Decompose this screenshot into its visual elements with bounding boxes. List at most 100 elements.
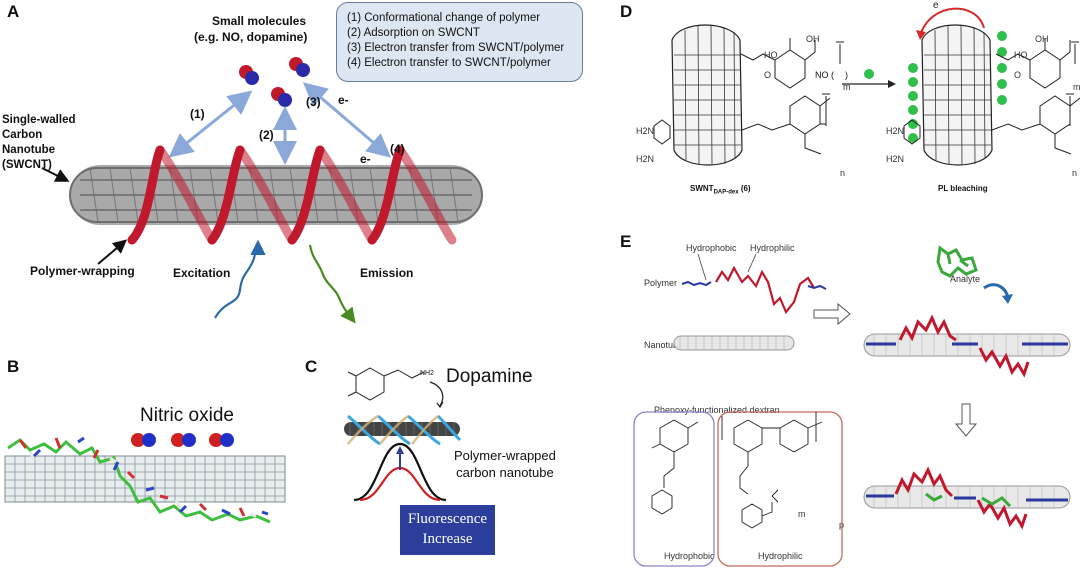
wrapped-nanotube-top <box>863 314 1071 378</box>
polymer-label: Polymer <box>644 278 678 288</box>
o-label: O <box>1014 70 1022 80</box>
no-molecule-icon <box>171 433 196 447</box>
phenoxy-dextran-label: Phenoxy-functionalized dextran <box>654 405 780 415</box>
swcnt-label-line: Nanotube <box>2 144 56 156</box>
fluorescence-line: Increase <box>422 531 473 547</box>
panel-c-diagram <box>344 367 462 502</box>
right-dextran-structure <box>903 38 1081 155</box>
hydrophilic-bottom-label: Hydrophilic <box>758 551 803 561</box>
step-2-label: (2) <box>259 128 274 142</box>
fluorescence-curves <box>353 442 447 502</box>
n-subscript: n <box>840 168 846 178</box>
polymer-strand <box>7 436 271 524</box>
no-molecule-icon <box>271 87 292 107</box>
swnt-caption-num: (6) <box>740 184 751 193</box>
wrapped-nanotube <box>344 414 462 446</box>
hydrophilic-box <box>717 411 843 567</box>
swcnt-label-line: (SWCNT) <box>2 159 52 171</box>
o-label: O <box>764 70 772 80</box>
polymer-wrapped-line: carbon nanotube <box>456 465 554 480</box>
no-label-close: ) <box>845 70 848 80</box>
process-arrow-down <box>954 403 978 437</box>
panel-b-diagram <box>4 433 286 524</box>
polymer-helix <box>127 145 457 245</box>
no-molecule-icon <box>209 433 234 447</box>
hydrophilic-label: Hydrophilic <box>750 243 795 253</box>
electron-label: e- <box>338 93 349 107</box>
left-dextran-structure <box>653 38 844 155</box>
swcnt-label: Single-walled Carbon Nanotube (SWCNT) <box>2 113 76 173</box>
emission-wave <box>308 244 356 324</box>
nh2-label: NH2 <box>420 370 435 377</box>
no-molecule-icon <box>131 433 156 447</box>
electron-symbol: e <box>933 0 939 11</box>
h2n-label: H2N <box>886 154 905 164</box>
swcnt-pointer <box>41 167 70 182</box>
ho-label: HO <box>764 50 778 60</box>
nanotube-mesh <box>4 455 286 503</box>
oh-label: OH <box>806 34 820 44</box>
analyte-molecule <box>936 245 978 278</box>
step-1-label: (1) <box>190 107 205 121</box>
h2n-label: H2N <box>636 126 655 136</box>
small-molecules-subtitle: (e.g. NO, dopamine) <box>194 30 308 44</box>
h2n-label: H2N <box>886 126 905 136</box>
m-subscript: m <box>798 509 806 519</box>
n-subscript: n <box>1072 168 1078 178</box>
electron-label: e- <box>360 152 371 166</box>
m-subscript: m <box>843 82 851 92</box>
dopamine-structure <box>347 367 425 401</box>
pl-bleaching-caption: PL bleaching <box>938 184 988 193</box>
fluorescence-increase-box: Fluorescence Increase <box>400 505 495 555</box>
arrow-step-1 <box>168 90 253 158</box>
label-pointer <box>697 253 757 281</box>
nitric-oxide-label: Nitric oxide <box>140 405 234 426</box>
legend-item-1: (1) Conformational change of polymer <box>347 12 541 24</box>
swnt-caption-main: SWNT <box>690 184 714 193</box>
hydrophobic-label: Hydrophobic <box>686 243 737 253</box>
legend-item-2: (2) Adsorption on SWCNT <box>347 27 480 39</box>
polymer-wrapping-label: Polymer-wrapping <box>30 264 135 278</box>
nanotube-label: Nanotube <box>644 340 684 350</box>
ho-label: HO <box>1014 50 1028 60</box>
m-subscript: m <box>1073 82 1081 92</box>
panel-label-a: A <box>7 2 20 21</box>
no-label-text: NO ( <box>815 70 834 80</box>
hydrophobic-box <box>633 411 715 567</box>
swnt-caption-sub: DAP-dex <box>713 189 739 196</box>
mechanism-legend: (1) Conformational change of polymer (2)… <box>336 2 583 82</box>
arrow-step-3-4 <box>302 82 392 158</box>
fluorescence-line: Fluorescence <box>407 511 488 527</box>
polymer-wrapped-label: Polymer-wrapped carbon nanotube <box>454 447 556 481</box>
excitation-wave <box>214 239 266 319</box>
electron-transfer-arrow <box>919 7 985 37</box>
small-molecules-title: Small molecules <box>212 14 307 28</box>
dextran-structure <box>651 412 823 529</box>
legend-item-4: (4) Electron transfer to SWCNT/polymer <box>347 57 551 69</box>
hydrophobic-bottom-label: Hydrophobic <box>664 551 715 561</box>
no-molecule-icon <box>289 57 310 77</box>
emission-label: Emission <box>360 266 414 280</box>
step-3-label: (3) <box>306 95 321 109</box>
h2n-label: H2N <box>636 154 655 164</box>
hydrophobic-segment <box>681 280 712 287</box>
swnt-caption: SWNTDAP-dex (6) <box>690 184 751 196</box>
process-arrow <box>813 302 851 326</box>
adsorbed-no-dots <box>908 31 1007 143</box>
analyte-label: Analyte <box>950 274 981 284</box>
no-label: NO () <box>815 70 848 80</box>
swcnt-label-line: Single-walled <box>2 114 76 126</box>
panel-label-c: C <box>305 357 318 376</box>
dopamine-label: Dopamine <box>446 366 533 387</box>
oh-label: OH <box>1035 34 1049 44</box>
panel-e-diagram <box>633 245 1071 567</box>
panel-d-diagram <box>653 7 1081 166</box>
binding-arrow <box>429 381 444 407</box>
panel-a-diagram <box>41 57 483 324</box>
panel-label-d: D <box>620 2 633 21</box>
wrapping-pointer <box>97 239 128 265</box>
left-swnt <box>671 24 743 166</box>
polymer-wrapped-line: Polymer-wrapped <box>454 448 556 463</box>
carbon-nanotube <box>69 165 483 225</box>
no-green-icon <box>864 69 874 79</box>
